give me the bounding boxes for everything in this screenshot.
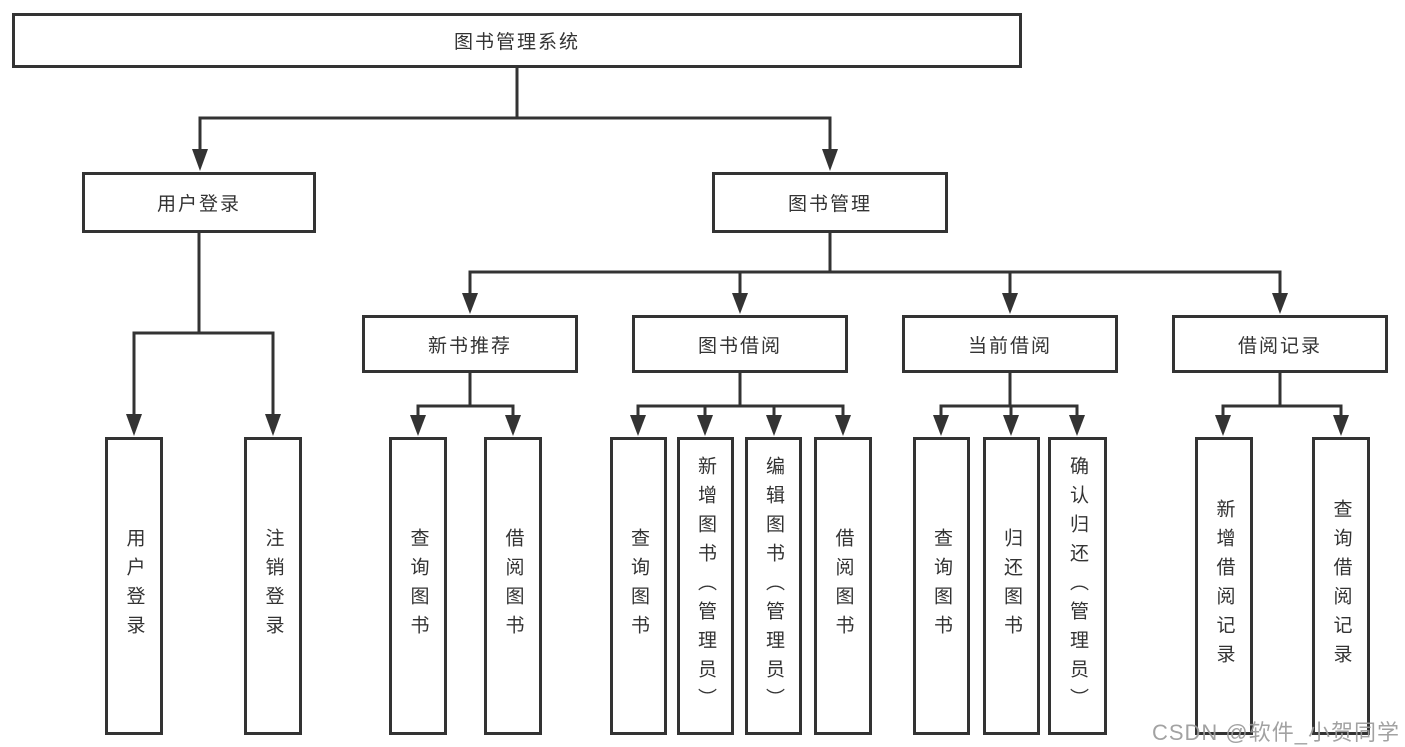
leaf-return-books: 归还图书 — [983, 437, 1040, 735]
node-book-management-label: 图书管理 — [787, 194, 872, 215]
leaf-logout-login: 注销登录 — [244, 437, 302, 735]
leaf-borrow-books-recommend: 借阅图书 — [484, 437, 542, 735]
leaf-query-borrow-record: 查询借阅记录 — [1312, 437, 1370, 735]
leaf-borrow-books-borrowing-label: 借阅图书 — [832, 528, 854, 644]
leaf-borrow-books-recommend-label: 借阅图书 — [502, 528, 524, 644]
node-new-book-recommendation: 新书推荐 — [362, 315, 578, 373]
leaf-user-login-label: 用户登录 — [123, 528, 145, 644]
leaf-add-borrow-record: 新增借阅记录 — [1195, 437, 1253, 735]
node-book-borrowing: 图书借阅 — [632, 315, 848, 373]
node-book-management: 图书管理 — [712, 172, 948, 233]
leaf-logout-login-label: 注销登录 — [262, 528, 284, 644]
node-current-borrowing-label: 当前借阅 — [967, 335, 1052, 357]
node-current-borrowing: 当前借阅 — [902, 315, 1118, 373]
node-root: 图书管理系统 — [12, 13, 1022, 68]
leaf-add-books-admin-label: 新增图书（管理员） — [695, 455, 716, 717]
leaf-user-login: 用户登录 — [105, 437, 163, 735]
node-book-borrowing-label: 图书借阅 — [697, 335, 782, 357]
leaf-query-borrow-record-label: 查询借阅记录 — [1330, 499, 1352, 673]
leaf-return-books-label: 归还图书 — [1001, 528, 1022, 644]
leaf-query-books-borrowing-label: 查询图书 — [628, 528, 649, 644]
node-root-label: 图书管理系统 — [453, 32, 580, 53]
leaf-confirm-return-admin-label: 确认归还（管理员） — [1067, 455, 1088, 717]
leaf-query-books-recommend-label: 查询图书 — [407, 528, 429, 644]
node-new-book-recommendation-label: 新书推荐 — [427, 335, 512, 357]
csdn-watermark: CSDN @软件_小贺同学 — [1151, 720, 1400, 745]
leaf-add-borrow-record-label: 新增借阅记录 — [1213, 499, 1235, 673]
leaf-confirm-return-admin: 确认归还（管理员） — [1048, 437, 1107, 735]
leaf-add-books-admin: 新增图书（管理员） — [677, 437, 734, 735]
node-user-login-label: 用户登录 — [156, 194, 241, 215]
leaf-borrow-books-borrowing: 借阅图书 — [814, 437, 872, 735]
leaf-edit-books-admin-label: 编辑图书（管理员） — [763, 455, 784, 717]
leaf-query-books-recommend: 查询图书 — [389, 437, 447, 735]
node-user-login: 用户登录 — [82, 172, 316, 233]
leaf-query-books-borrowing: 查询图书 — [610, 437, 667, 735]
node-borrowing-records: 借阅记录 — [1172, 315, 1388, 373]
node-borrowing-records-label: 借阅记录 — [1237, 335, 1322, 357]
leaf-query-books-current: 查询图书 — [913, 437, 970, 735]
leaf-query-books-current-label: 查询图书 — [931, 528, 952, 644]
leaf-edit-books-admin: 编辑图书（管理员） — [745, 437, 802, 735]
